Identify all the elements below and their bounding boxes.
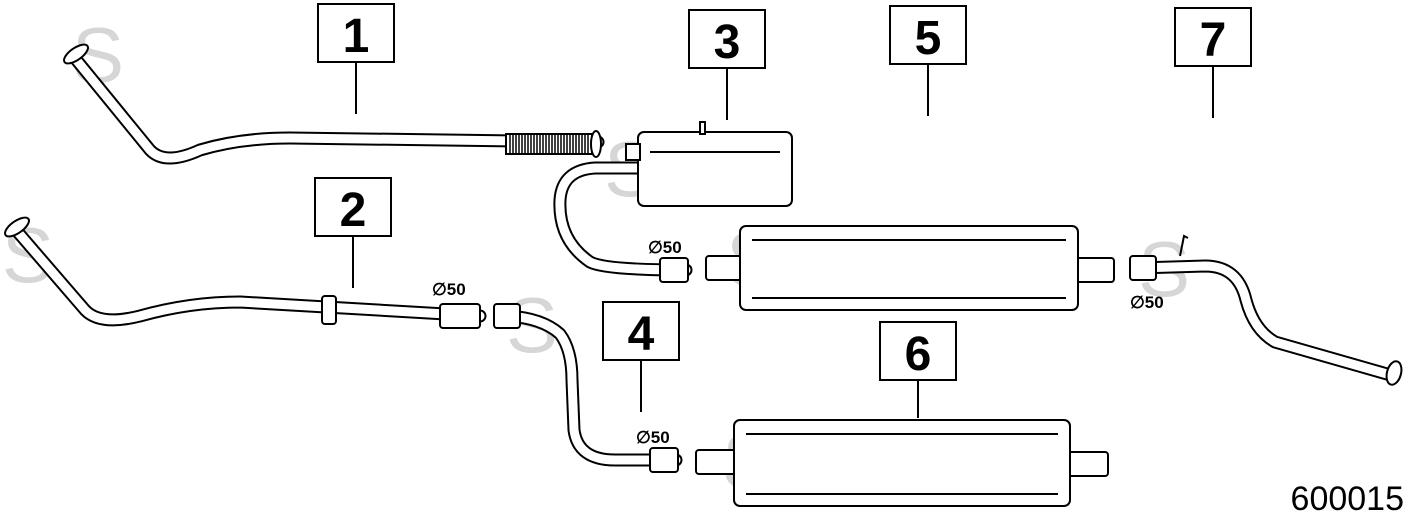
callout-label: 4 <box>628 308 655 361</box>
callout-1: 1 <box>317 3 395 63</box>
part-7-tail-pipe <box>1129 234 1403 386</box>
callout-5: 5 <box>889 5 967 65</box>
hanger-hook <box>1179 234 1189 257</box>
hanger-hook <box>699 121 706 135</box>
reference-number: 600015 <box>1291 480 1404 518</box>
tail-pipe-end <box>1385 360 1403 386</box>
silencer-body <box>733 419 1071 507</box>
callout-label: 1 <box>343 10 370 63</box>
pipe-sleeve <box>321 295 337 325</box>
callout-label: 7 <box>1200 14 1227 67</box>
callout-2: 2 <box>314 177 392 237</box>
diameter-label: ∅50 <box>432 280 466 299</box>
callout-label: 2 <box>340 184 367 237</box>
callout-label: 6 <box>905 328 932 381</box>
part-5-center-silencer <box>705 225 1115 311</box>
pipe-inlet <box>493 303 521 329</box>
callout-3: 3 <box>688 9 766 69</box>
pipe-outlet <box>649 447 679 473</box>
callout-label: 3 <box>714 16 741 69</box>
callout-6: 6 <box>879 321 957 381</box>
diameter-label: ∅50 <box>636 428 670 447</box>
pipe-inlet <box>1129 255 1157 281</box>
silencer-inlet <box>625 143 641 161</box>
pipe-flange <box>4 216 30 238</box>
pipe-outlet <box>659 257 689 283</box>
part-2-front-pipe <box>4 216 487 329</box>
part-6-rear-silencer <box>695 419 1109 507</box>
silencer-outlet <box>1065 451 1109 477</box>
silencer-body <box>739 225 1079 311</box>
callout-label: 5 <box>915 12 942 65</box>
part-3-pre-silencer <box>553 121 793 283</box>
part-1-front-pipe <box>63 43 605 165</box>
pipe-end-flange <box>590 130 602 158</box>
part-4-intermediate-pipe <box>493 303 683 473</box>
pipe-flange <box>63 43 89 65</box>
flex-bellows-ribs <box>509 135 589 153</box>
silencer-outlet <box>1073 257 1115 283</box>
callout-7: 7 <box>1174 7 1252 67</box>
diameter-label: ∅50 <box>648 238 682 257</box>
pipe-outlet <box>439 303 481 329</box>
silencer-body <box>637 131 793 207</box>
diameter-label: ∅50 <box>1130 293 1164 312</box>
callout-4: 4 <box>602 301 680 361</box>
